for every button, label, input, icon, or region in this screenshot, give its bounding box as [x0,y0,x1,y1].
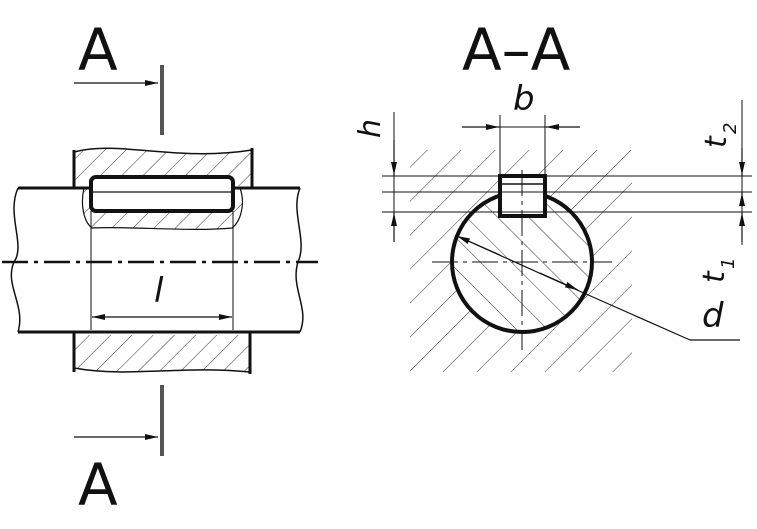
dimension-t2-label: t [699,135,734,148]
dimension-l-label: l [154,271,164,311]
section-title: A–A [462,16,571,84]
dimension-h-label: h [353,119,388,138]
shaft-left-break [10,187,21,333]
shaft-right-break [295,187,304,333]
dimension-d-leader [576,289,691,341]
key [89,175,235,213]
dimension-t1-label: t [697,270,732,283]
dimension-d-label: d [702,296,724,336]
shaft-longitudinal-view: l A A [2,16,318,519]
dimension-t1-subscript: 1 [718,258,739,269]
section-letter-top: A [78,16,118,84]
section-letter-bottom: A [78,451,118,519]
hub-lower-section [74,335,250,372]
section-view-a-a: A–A h b [353,16,752,372]
dimension-b-label: b [513,79,535,119]
dimension-t2-subscript: 2 [720,123,741,134]
